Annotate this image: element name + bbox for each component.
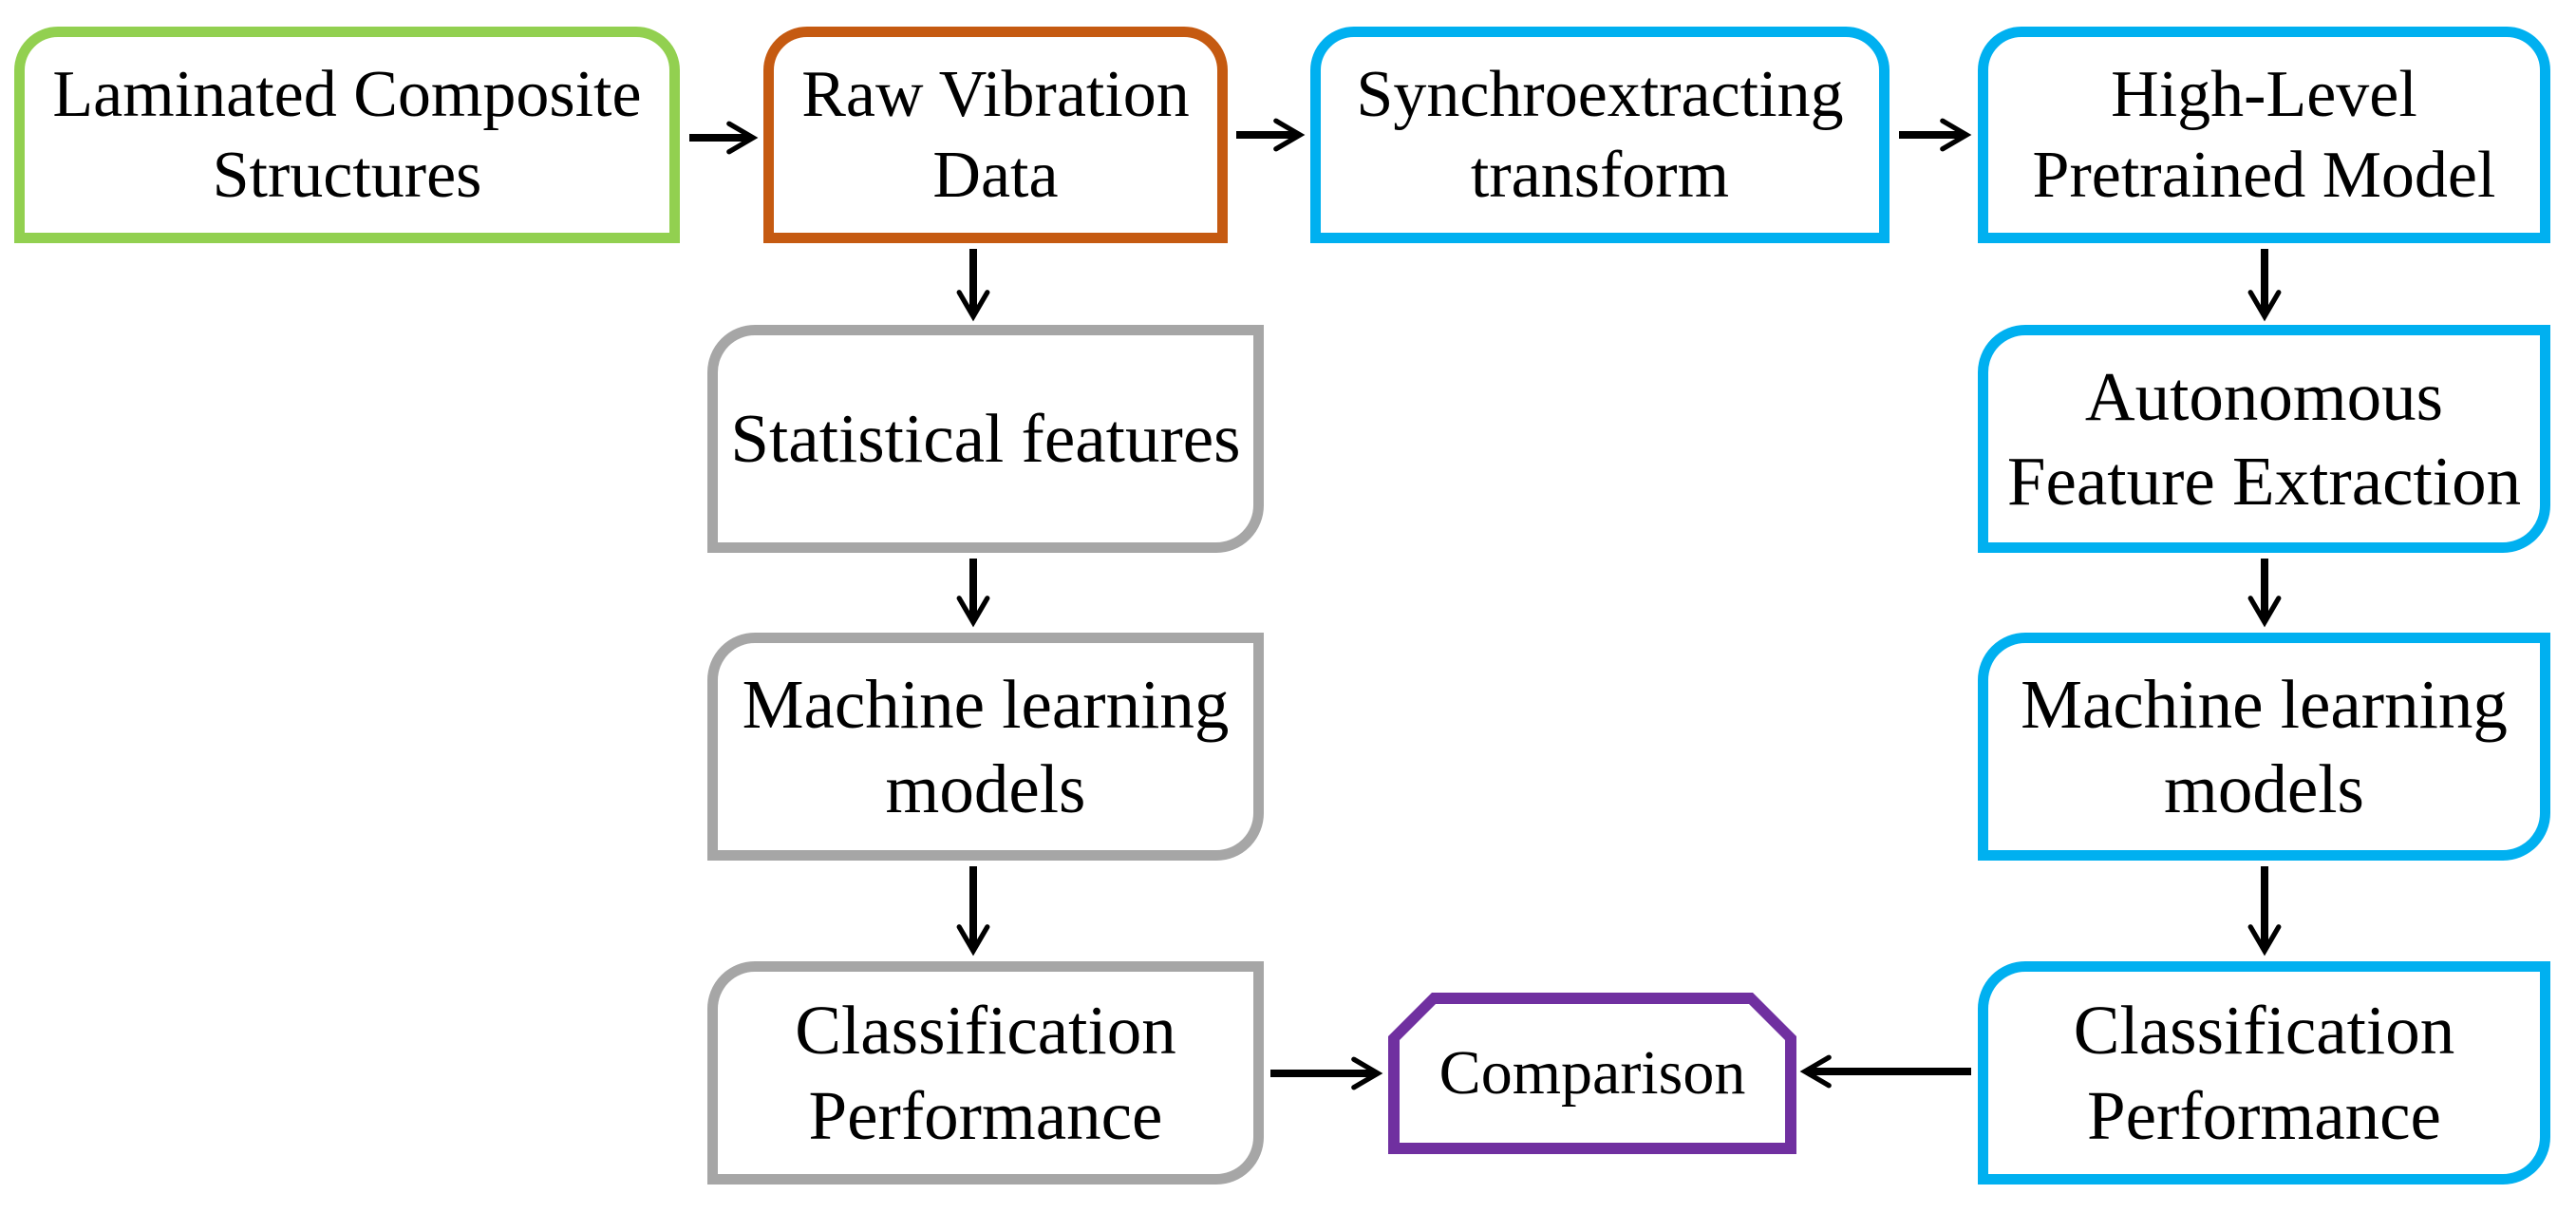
node-label: Raw Vibration Data — [801, 57, 1190, 212]
node-high-level-pretrained-model: High-Level Pretrained Model — [1978, 27, 2550, 243]
comparison-inner-fill — [1400, 1004, 1785, 1143]
node-statistical-features: Statistical features — [707, 325, 1264, 553]
node-label: Laminated Composite Structures — [52, 57, 642, 212]
node-classification-performance-right: Classification Performance — [1978, 961, 2550, 1185]
node-label: Comparison — [1438, 1037, 1746, 1108]
node-label: Classification Performance — [2073, 992, 2455, 1154]
node-autonomous-feature-extraction: Autonomous Feature Extraction — [1978, 325, 2550, 553]
node-label: Statistical features — [730, 400, 1241, 478]
node-machine-learning-models-left: Machine learning models — [707, 633, 1264, 861]
node-comparison: Comparison — [1388, 993, 1796, 1154]
node-label: High-Level Pretrained Model — [2032, 57, 2496, 212]
node-classification-performance-left: Classification Performance — [707, 961, 1264, 1185]
node-laminated-composite-structures: Laminated Composite Structures — [14, 27, 680, 243]
node-label: Machine learning models — [2021, 665, 2508, 827]
node-label: Classification Performance — [795, 992, 1176, 1154]
node-label: Autonomous Feature Extraction — [2006, 357, 2522, 520]
node-synchroextracting-transform: Synchroextracting transform — [1310, 27, 1890, 243]
node-label: Machine learning models — [742, 665, 1230, 827]
node-machine-learning-models-right: Machine learning models — [1978, 633, 2550, 861]
node-raw-vibration-data: Raw Vibration Data — [763, 27, 1228, 243]
node-label: Synchroextracting transform — [1356, 57, 1844, 212]
